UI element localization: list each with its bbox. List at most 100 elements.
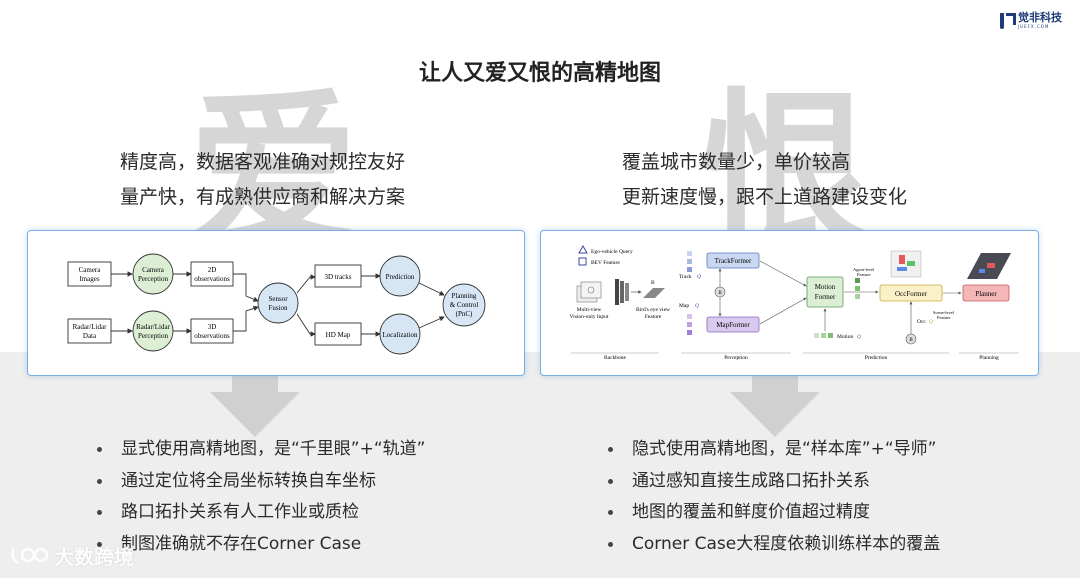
hd-map-label: HD Map <box>326 331 351 339</box>
radar-lidar-data-node <box>67 318 112 344</box>
query-tokens <box>687 251 692 335</box>
camera-images-label-1: Camera <box>79 266 102 274</box>
left-desc-line-2: 量产快，有成熟供应商和解决方案 <box>120 186 406 208</box>
bullet-text: 通过定位将全局坐标转换自车坐标 <box>121 470 376 491</box>
bullet-dot-icon <box>97 447 102 452</box>
bev-node-label: B <box>718 291 722 296</box>
occformer-label: OccFormer <box>895 290 928 298</box>
bev-feature-icon <box>578 257 587 266</box>
3d-observations-label-1: 3D <box>208 323 217 331</box>
3d-tracks-node <box>314 264 362 288</box>
agent-feature-label-1: Agent-level <box>853 267 875 272</box>
scene-feature-label-2: Feature <box>937 315 951 320</box>
occupancy-thumbnail <box>890 250 922 278</box>
prediction-label: Prediction <box>386 273 415 281</box>
sensor-fusion-label-1: Sensor <box>268 295 288 303</box>
mapformer-block <box>706 316 760 333</box>
localization-node <box>379 313 421 355</box>
track-query-symbol: Q <box>697 274 701 280</box>
multi-view-label-2: Vision-only Input <box>570 314 609 320</box>
list-item: 通过感知直接生成路口拓扑关系 <box>608 466 940 498</box>
radar-lidar-data-label-1: Radar/Lidar <box>73 323 107 331</box>
background-char-love: 爱 <box>188 74 359 272</box>
source-watermark-text: 大数跨境 <box>54 545 134 569</box>
motionformer-label-2: Former <box>815 293 836 301</box>
bullet-text: 制图准确就不存在Corner Case <box>121 533 362 554</box>
occ-query-label: Occ <box>917 319 926 325</box>
planning-thumbnail <box>967 253 1011 279</box>
birds-eye-label-1: Bird's eye view <box>636 307 670 313</box>
company-logo: 觉非科技 JUEFX.COM <box>1000 12 1062 29</box>
camera-images-label-2: Images <box>79 275 99 283</box>
agent-feature-tokens <box>855 278 860 299</box>
ego-query-label: Ego-vehicle Query <box>591 249 633 255</box>
perception-edges <box>718 260 807 325</box>
stage-perception: Perception <box>724 355 748 361</box>
2d-observations-node <box>190 261 234 287</box>
radar-lidar-perception-node <box>132 310 174 352</box>
bottom-background-band <box>0 352 1080 578</box>
occformer-block <box>879 284 943 302</box>
list-item: 制图准确就不存在Corner Case <box>97 529 425 561</box>
list-item: 地图的覆盖和鲜度价值超过精度 <box>608 497 940 529</box>
sensor-fusion-label-2: Fusion <box>268 304 288 312</box>
occ-bev-node-label: B <box>909 338 913 343</box>
list-item: 通过定位将全局坐标转换自车坐标 <box>97 466 425 498</box>
map-query-symbol: Q <box>695 303 699 309</box>
bullet-text: 路口拓扑关系有人工作业或质检 <box>121 502 359 522</box>
3d-observations-label-2: observations <box>194 332 230 340</box>
right-description: 覆盖城市数量少，单价较高 更新速度慢，跟不上道路建设变化 <box>622 145 907 215</box>
map-query-label: Map <box>679 303 689 309</box>
planner-label: Planner <box>975 290 997 298</box>
bev-b-label: B <box>651 280 655 286</box>
bullet-dot-icon <box>608 447 613 452</box>
camera-images-node <box>67 261 112 287</box>
track-query-label: Track <box>679 274 692 280</box>
bullet-text: 地图的覆盖和鲜度价值超过精度 <box>632 502 870 522</box>
2d-observations-label-2: observations <box>194 275 230 283</box>
occ-query-symbol: Q <box>929 319 933 325</box>
list-item: Corner Case大程度依赖训练样本的覆盖 <box>608 529 940 561</box>
bullet-dot-icon <box>608 541 613 547</box>
planning-label-3: (PnC) <box>456 310 473 318</box>
hd-map-node <box>314 322 362 346</box>
camera-perception-label-1: Camera <box>142 266 165 274</box>
prediction-node <box>379 255 421 297</box>
camera-perception-label-2: Perception <box>138 275 168 283</box>
page-title: 让人又爱又恨的高精地图 <box>418 61 661 86</box>
motionformer-block <box>806 276 844 308</box>
bullet-dot-icon <box>608 478 613 484</box>
pipeline-edges <box>111 271 445 337</box>
bev-feature-label: BEV Feature <box>591 260 620 266</box>
left-description: 精度高，数据客观准确对规控友好 量产快，有成熟供应商和解决方案 <box>120 145 405 215</box>
multi-view-input-images <box>576 281 602 303</box>
stage-backbone: Backbone <box>604 355 627 361</box>
planner-block <box>962 284 1010 302</box>
3d-tracks-label: 3D tracks <box>324 273 351 281</box>
modular-pipeline-diagram: Camera Images Camera Perception 2D obser… <box>27 230 525 376</box>
stage-prediction: Prediction <box>865 355 888 361</box>
logo-name: 觉非科技 <box>1018 11 1062 24</box>
backbone-stack <box>615 279 629 305</box>
source-watermark: 大数跨境 <box>10 541 134 570</box>
birds-eye-label-2: Feature <box>645 314 662 320</box>
planning-control-node <box>442 283 486 327</box>
logo-mark-icon <box>1000 12 1016 29</box>
list-item: 路口拓扑关系有人工作业或质检 <box>97 497 425 529</box>
localization-label: Localization <box>383 331 418 339</box>
list-item: 显式使用高精地图，是“千里眼”+“轨道” <box>97 434 425 466</box>
trackformer-block <box>706 252 760 269</box>
motionformer-label-1: Motion <box>815 283 836 291</box>
motion-query-label: Motion <box>837 334 853 340</box>
3d-observations-node <box>190 318 234 344</box>
stage-planning: Planning <box>979 355 999 361</box>
left-bullet-list: 显式使用高精地图，是“千里眼”+“轨道” 通过定位将全局坐标转换自车坐标 路口拓… <box>97 434 425 560</box>
background-char-hate: 恨 <box>700 74 871 272</box>
mapformer-label: MapFormer <box>716 321 750 329</box>
list-item: 隐式使用高精地图，是“样本库”+“导师” <box>608 434 940 466</box>
planning-label-2: & Control <box>450 301 479 309</box>
bullet-dot-icon <box>97 541 102 547</box>
radar-lidar-perception-label-2: Perception <box>138 332 168 340</box>
right-desc-line-2: 更新速度慢，跟不上道路建设变化 <box>622 186 908 208</box>
watermark-logo-icon <box>11 547 49 564</box>
